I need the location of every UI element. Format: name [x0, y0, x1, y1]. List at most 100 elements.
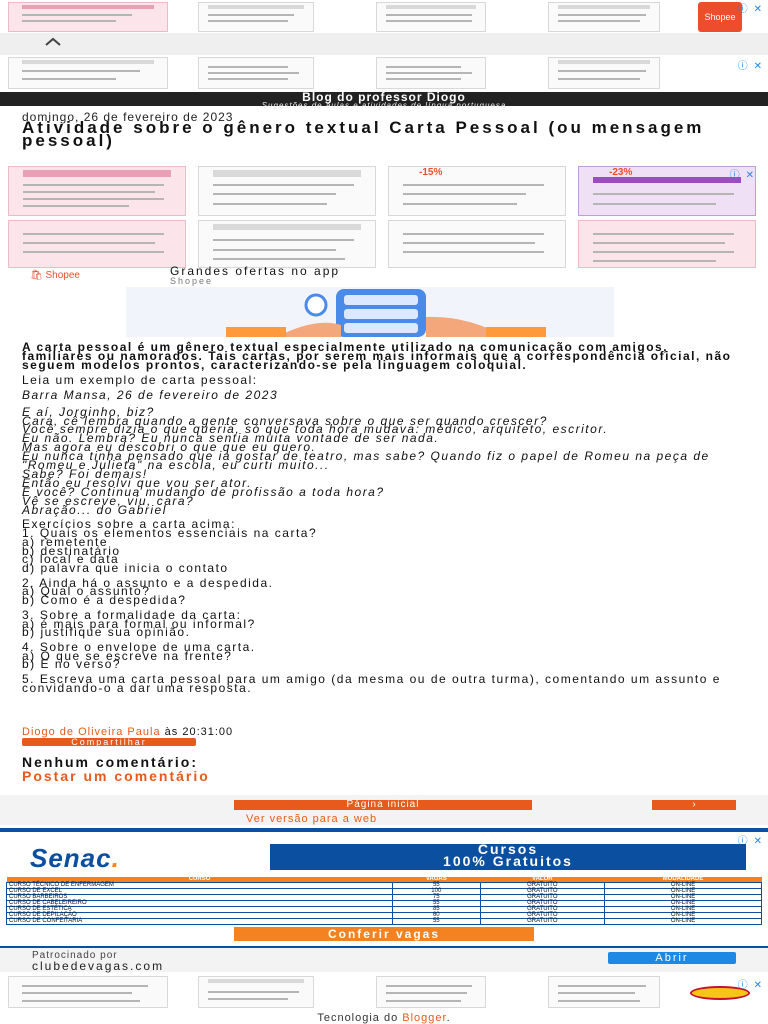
ad-thumb[interactable]	[198, 57, 314, 89]
bottom-ad-strip[interactable]: ⓘ✕	[0, 974, 768, 1010]
product-ad-grid[interactable]: -15% -23% ⓘ✕	[8, 166, 760, 270]
footer-suffix: .	[446, 1012, 451, 1024]
ad-thumb[interactable]	[376, 57, 486, 89]
share-button[interactable]: Compartilhar	[22, 738, 196, 747]
ad-thumb[interactable]	[548, 57, 660, 89]
close-icon[interactable]: ✕	[745, 170, 754, 181]
shopee-badge[interactable]: Shopee	[698, 2, 742, 32]
column-header: CURSO	[6, 876, 393, 883]
course-table: CURSO VAGAS VALOR MODALIDADE CURSO TÉCNI…	[5, 876, 762, 925]
footer-prefix: Tecnologia do	[317, 1012, 399, 1024]
ad-thumb[interactable]	[198, 220, 376, 268]
blogger-link[interactable]: Blogger	[402, 1012, 447, 1024]
close-icon[interactable]: ✕	[753, 61, 762, 72]
letter-line: Eu não. Lembra? Eu nunca sentia muita vo…	[22, 431, 440, 446]
close-icon[interactable]: ✕	[753, 836, 762, 847]
letter-line: E você? Continua mudando de profissão a …	[22, 484, 385, 499]
letter-line: Barra Mansa, 26 de fevereiro de 2023	[22, 387, 279, 402]
shopee-bag-icon: 🛍	[30, 270, 43, 281]
blog-description: Sugestões de aulas e atividades de língu…	[261, 101, 507, 110]
letter-line: Mas agora eu descobri o que que eu quero…	[22, 440, 317, 455]
second-ad-strip[interactable]: ⓘ✕	[0, 55, 768, 91]
info-icon[interactable]: ⓘ	[737, 980, 748, 991]
check-vacancies-button[interactable]: Conferir vagas	[234, 927, 534, 941]
close-icon[interactable]: ✕	[753, 4, 762, 15]
home-button[interactable]: Página inicial	[234, 800, 532, 810]
shopee-ad-label[interactable]: 🛍 Shopee	[30, 270, 80, 281]
post-hero-image	[126, 287, 614, 337]
adchoice-controls: ⓘ✕	[732, 976, 762, 991]
post-body: A carta pessoal é um gênero textual espe…	[22, 340, 734, 695]
exercise-block: 2. Ainda há o assunto e a despedida. a) …	[22, 575, 274, 608]
shopee-promo[interactable]: Grandes ofertas no app Shopee	[170, 264, 341, 286]
post-intro: A carta pessoal é um gênero textual espe…	[22, 340, 732, 372]
exercise-block: 5. Escreva uma carta pessoal para um ami…	[22, 672, 721, 695]
ad-thumb[interactable]	[548, 2, 660, 32]
collapse-bar	[0, 33, 768, 55]
exercise-block: 4. Sobre o envelope de uma carta. a) O q…	[22, 639, 256, 672]
post-comment-link[interactable]: Postar um comentário	[22, 768, 210, 784]
ad-thumb[interactable]	[8, 976, 168, 1008]
ad-thumb[interactable]	[198, 2, 314, 32]
web-version-link[interactable]: Ver versão para a web	[246, 813, 378, 825]
brand-logo-ad[interactable]	[690, 986, 750, 1000]
letter-line: Eu nunca tinha pensado que ia gostar de …	[22, 449, 710, 473]
blog-title[interactable]: Blog do professor Diogo	[302, 90, 466, 104]
banner-line-2: 100% Gratuitos	[443, 853, 573, 869]
author-link[interactable]: Diogo de Oliveira Paula	[22, 726, 161, 738]
column-header: VAGAS	[392, 876, 481, 883]
ad-thumb[interactable]: -15%	[388, 166, 566, 216]
ad-thumb[interactable]	[8, 57, 168, 89]
ad-thumb[interactable]	[8, 2, 168, 32]
ad-thumb[interactable]	[198, 166, 376, 216]
close-icon[interactable]: ✕	[753, 980, 762, 991]
discount-badge: -15%	[419, 167, 443, 178]
adchoice-controls: ⓘ✕	[724, 166, 754, 181]
ad-thumb[interactable]	[548, 976, 660, 1008]
post-lead: Leia um exemplo de carta pessoal:	[22, 373, 258, 387]
senac-banner: Cursos 100% Gratuitos	[270, 841, 746, 870]
post-title: Atividade sobre o gênero textual Carta P…	[22, 118, 705, 150]
ad-thumb[interactable]	[376, 976, 486, 1008]
info-icon[interactable]: ⓘ	[737, 61, 748, 72]
discount-badge: -23%	[609, 167, 633, 178]
ad-thumb[interactable]	[376, 2, 486, 32]
letter-line: Cara, cê lembra quando a gente conversav…	[22, 413, 548, 428]
adchoice-controls: ⓘ✕	[732, 57, 762, 72]
senac-ad[interactable]: ⓘ✕ Senac. Cursos 100% Gratuitos CURSO VA…	[0, 828, 768, 970]
blog-header: Blog do professor Diogo Sugestões de aul…	[0, 90, 768, 110]
info-icon[interactable]: ⓘ	[737, 4, 748, 15]
sponsor-brand[interactable]: clubedevagas.com	[32, 959, 165, 973]
ad-thumb[interactable]	[8, 166, 186, 216]
post-timestamp[interactable]: 20:31:00	[182, 726, 234, 738]
promo-subtitle: Shopee	[170, 276, 214, 286]
column-header: MODALIDADE	[604, 876, 762, 883]
ad-thumb[interactable]	[8, 220, 186, 268]
ad-thumb[interactable]: -23%	[578, 166, 756, 216]
letter-line: Sabe? Foi demais!	[22, 466, 148, 481]
open-button[interactable]: Abrir	[608, 952, 736, 964]
info-icon[interactable]: ⓘ	[729, 170, 740, 181]
sponsor-bar[interactable]: Patrocinado por clubedevagas.com Abrir	[0, 948, 768, 973]
banner-line-1: Cursos	[477, 841, 539, 857]
ad-thumb[interactable]	[388, 220, 566, 268]
letter-line: Você sempre dizia o que queria, só que t…	[22, 422, 609, 437]
ad-thumb[interactable]	[578, 220, 756, 268]
example-letter: Barra Mansa, 26 de fevereiro de 2023 E a…	[22, 387, 734, 517]
sponsored-by-label: Patrocinado por	[32, 950, 118, 961]
promo-title: Grandes ofertas no app	[170, 264, 341, 278]
shopee-label: Shopee	[704, 12, 736, 22]
post-date: domingo, 26 de fevereiro de 2023	[22, 110, 234, 124]
ad-thumb[interactable]	[198, 976, 314, 1008]
chevron-up-icon[interactable]	[44, 37, 62, 47]
letter-line: Vê se escreve, viu, cara?	[22, 493, 195, 508]
next-page-button[interactable]: ›	[652, 800, 736, 810]
page-footer: Tecnologia do Blogger.	[0, 1012, 768, 1024]
column-header: VALOR	[480, 876, 605, 883]
info-icon[interactable]: ⓘ	[737, 836, 748, 847]
exercise-block: 3. Sobre a formalidade da carta: a) é ma…	[22, 607, 256, 640]
letter-line: E aí, Jorginho, biz?	[22, 404, 155, 419]
top-ad-strip[interactable]: Shopee ⓘ ✕	[0, 0, 768, 33]
letter-line: Abração... do Gabriel	[22, 502, 167, 517]
